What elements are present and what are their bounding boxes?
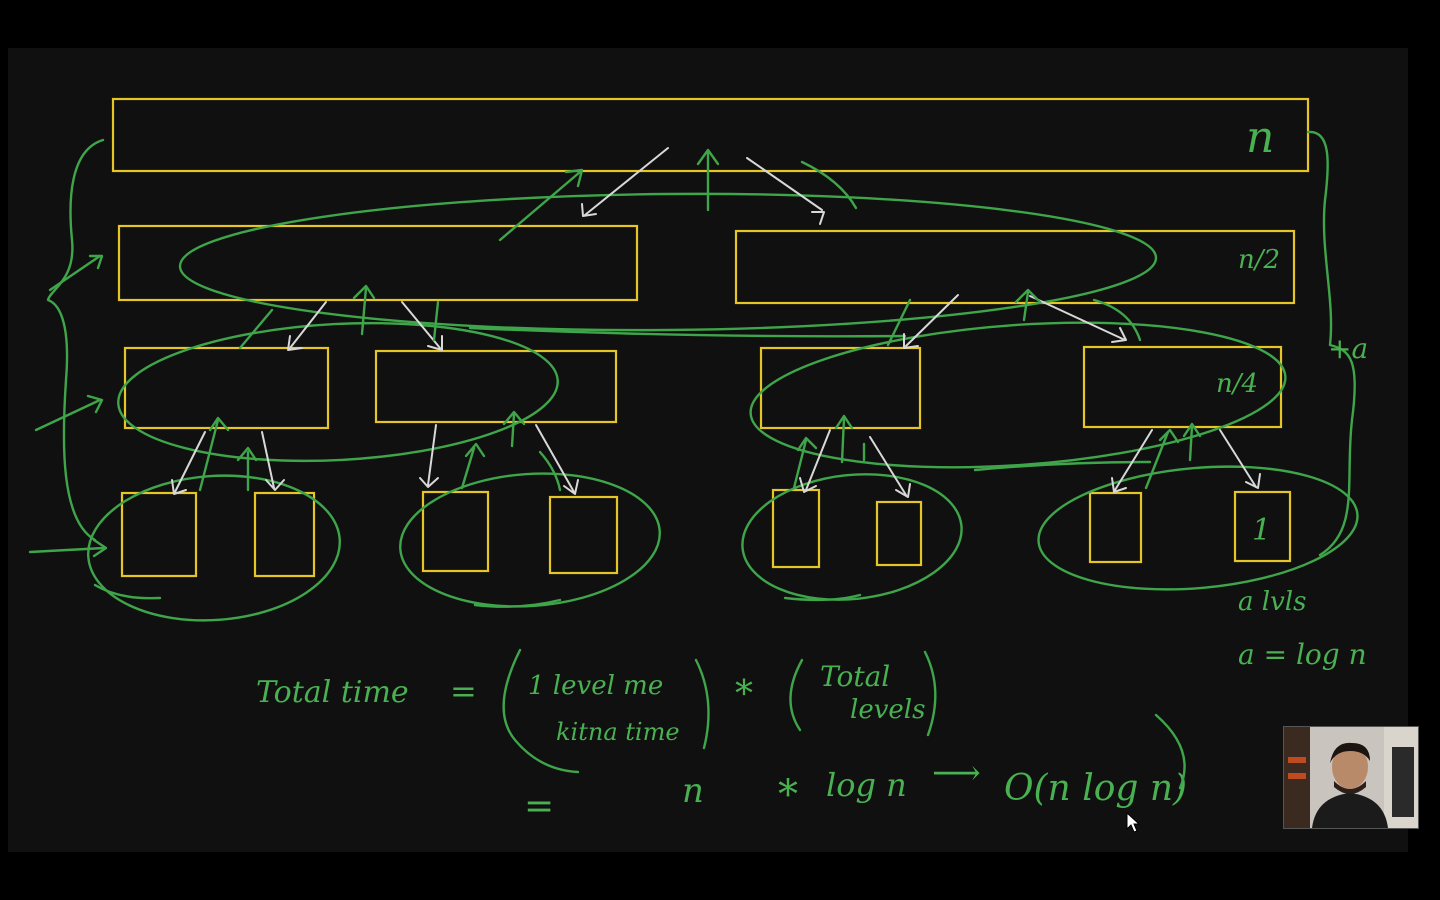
formula-times: * — [735, 674, 753, 715]
leaf-group-ellipse-1 — [87, 474, 341, 622]
level-1-group-ellipse — [178, 192, 1158, 332]
array-box-level-2-c — [759, 346, 922, 430]
array-box-level-2-b — [374, 349, 618, 424]
formula-arrow: ⟶ — [932, 753, 981, 793]
mouse-pointer-icon — [1126, 812, 1141, 833]
leaf-box-7 — [1088, 491, 1143, 564]
formula-result-n: n — [682, 771, 704, 811]
leaf-box-1 — [120, 491, 198, 578]
formula-total-time: Total time — [256, 675, 409, 710]
label-leaf-size: 1 — [1252, 513, 1271, 548]
array-box-level-1-left — [117, 224, 639, 302]
formula-total-levels-line1: Total — [820, 660, 890, 693]
array-box-level-1-right — [734, 229, 1296, 305]
formula-total-levels-line2: levels — [850, 695, 925, 725]
label-a-equals-log-n: a = log n — [1238, 638, 1367, 671]
label-levels-plus-a: +a — [1328, 332, 1368, 365]
formula-result-times: * — [778, 772, 798, 818]
leaf-box-2 — [253, 491, 316, 578]
leaf-box-8 — [1233, 490, 1292, 563]
left-levels-brace — [46, 138, 105, 542]
leaf-group-ellipse-4 — [1037, 465, 1359, 591]
array-box-level-2-d — [1082, 345, 1283, 429]
level-2-right-group-ellipse — [749, 321, 1287, 469]
leaf-box-3 — [421, 490, 490, 573]
label-top-size: n — [1246, 112, 1274, 163]
formula-per-level-line2: kitna time — [556, 718, 680, 746]
formula-equals: = — [450, 672, 477, 710]
right-levels-brace — [1306, 130, 1356, 557]
array-box-level-2-a — [123, 346, 330, 430]
presenter-webcam-overlay — [1283, 726, 1419, 829]
formula-result-log: log n — [826, 766, 907, 804]
leaf-group-ellipse-2 — [399, 472, 661, 608]
leaf-box-4 — [548, 495, 619, 575]
formula-big-o: O(n log n) — [1004, 768, 1187, 809]
leaf-group-ellipse-3 — [741, 473, 963, 601]
formula-per-level-line1: 1 level me — [528, 671, 663, 701]
formula-second-equals: = — [524, 786, 554, 827]
level-2-left-group-ellipse — [117, 321, 559, 463]
label-a-levels: a lvls — [1238, 587, 1306, 617]
label-quarter-size: n/4 — [1216, 369, 1258, 399]
leaf-box-5 — [771, 488, 821, 569]
label-half-size: n/2 — [1238, 245, 1280, 275]
leaf-box-6 — [875, 500, 923, 567]
array-box-level-0 — [111, 97, 1310, 173]
